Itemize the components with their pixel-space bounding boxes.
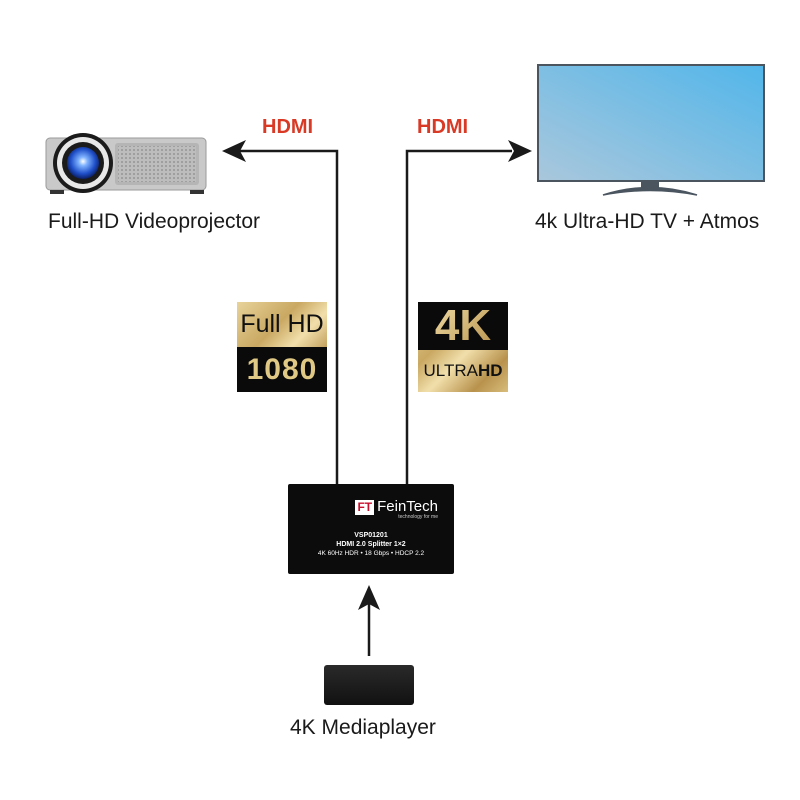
splitter-model: VSP01201 — [354, 532, 388, 539]
hdmi-label-projector: HDMI — [262, 116, 314, 138]
brand-name: FeinTech — [377, 498, 438, 515]
hdmi-line-projector — [232, 149, 339, 484]
full-hd-1080-badge: Full HD 1080 — [237, 302, 327, 392]
badge-4k-block: 4K — [418, 302, 508, 350]
arrowhead-tv — [508, 140, 532, 162]
arrowhead-input — [358, 585, 380, 610]
badge-1080-text: 1080 — [237, 347, 327, 392]
badge-ultra-text: ULTRA — [423, 361, 478, 380]
arrowhead-projector — [222, 140, 246, 162]
media-player-icon — [324, 665, 414, 705]
hdmi-line-tv — [405, 149, 512, 484]
projector-icon — [45, 133, 207, 194]
tv-label: 4k Ultra-HD TV + Atmos — [535, 210, 760, 233]
badge-4k-text: 4K — [434, 302, 492, 350]
ft-logo-icon: FT — [355, 499, 375, 515]
splitter-name: HDMI 2.0 Splitter 1×2 — [336, 541, 406, 548]
brand-tagline: technology for me — [398, 514, 438, 520]
projector-label: Full-HD Videoprojector — [48, 210, 261, 233]
media-player-label: 4K Mediaplayer — [290, 716, 436, 739]
splitter-specs: 4K 60Hz HDR • 18 Gbps • HDCP 2.2 — [317, 550, 425, 557]
hdmi-label-tv: HDMI — [417, 116, 469, 138]
badge-full-hd-text: Full HD — [240, 310, 324, 338]
tv-icon — [537, 64, 765, 196]
badge-hd-text: HD — [477, 361, 503, 380]
